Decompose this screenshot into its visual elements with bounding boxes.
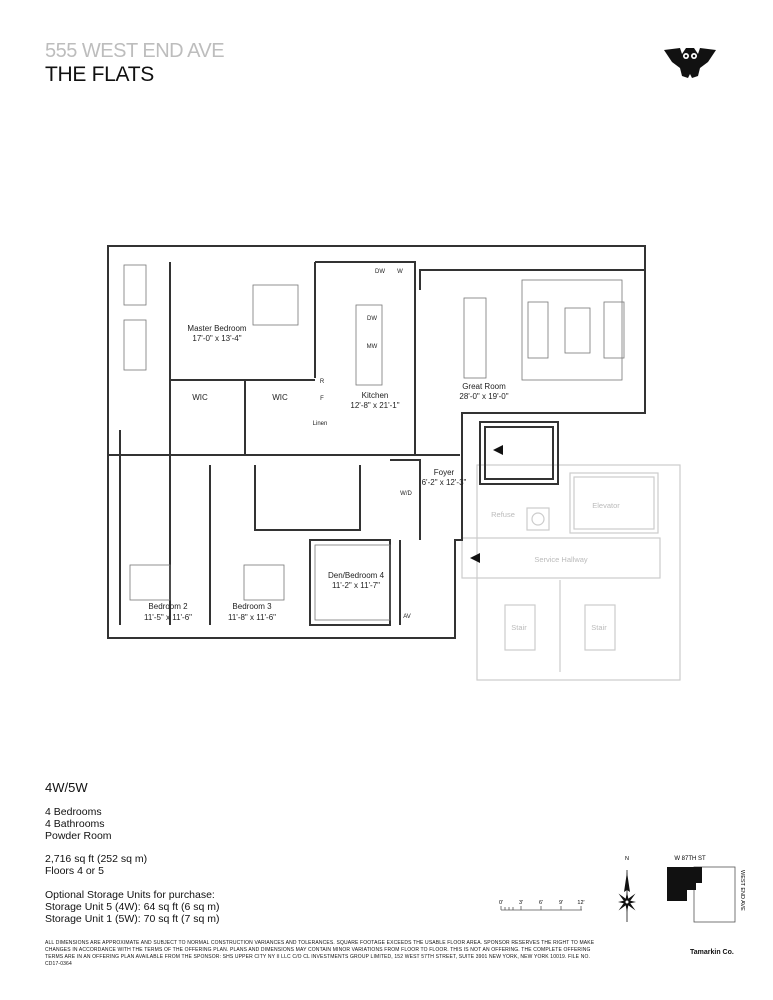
page-title: THE FLATS: [45, 63, 154, 86]
scale-compass-keyplan: 0' 3' 6' 9' 12' N W 87TH ST WEST END AVE: [499, 856, 745, 923]
elevator-label: Elevator: [592, 501, 620, 510]
scale-bar: 0' 3' 6' 9' 12': [499, 900, 585, 911]
bedroom2-label: Bedroom 2: [148, 602, 188, 611]
master-bedroom-dims: 17'-0" x 13'-4": [192, 334, 241, 343]
compass-icon: [618, 870, 636, 922]
street-label: W 87TH ST: [674, 856, 706, 862]
walls: [107, 245, 646, 639]
av-label: AV: [403, 614, 411, 620]
foyer-dims: 6'-2" x 12'-3": [422, 478, 467, 487]
great-room-dims: 28'-0" x 19'-0": [459, 392, 508, 401]
refuse-label: Refuse: [491, 510, 515, 519]
washer-label: W: [397, 269, 403, 275]
storage-unit: Storage Unit 1 (5W): 70 sq ft (7 sq m): [45, 913, 220, 925]
scale-tick: 12': [577, 900, 584, 906]
foyer-label: Foyer: [434, 468, 455, 477]
north-label: N: [625, 856, 629, 862]
unit-floors: Floors 4 or 5: [45, 865, 104, 877]
den-dims: 11'-2" x 11'-7": [332, 581, 380, 590]
scale-tick: 9': [559, 900, 563, 906]
den-label: Den/Bedroom 4: [328, 571, 385, 580]
stair-label: Stair: [591, 623, 607, 632]
master-bedroom-label: Master Bedroom: [187, 324, 246, 333]
avenue-label: WEST END AVE: [739, 870, 745, 911]
entry-arrow-icon: [493, 445, 503, 455]
brand-logo: Tamarkin Co.: [690, 949, 734, 956]
dishwasher-label: DW: [375, 269, 385, 275]
keyplan-icon: [667, 866, 736, 923]
bedroom3-label: Bedroom 3: [232, 602, 272, 611]
bedroom3-dims: 11'-8" x 11'-6": [228, 613, 276, 622]
storage-heading: Optional Storage Units for purchase:: [45, 889, 215, 901]
unit-feature: 4 Bedrooms: [45, 806, 102, 818]
storage-unit: Storage Unit 5 (4W): 64 sq ft (6 sq m): [45, 901, 220, 913]
refrigerator-label: R: [320, 379, 325, 385]
linen-label: Linen: [313, 421, 328, 427]
legal-disclaimer: All dimensions are approximate and subje…: [45, 940, 595, 967]
washer-dryer-label: W/D: [400, 491, 412, 497]
scale-tick: 0': [499, 900, 503, 906]
bedroom2-dims: 11'-5" x 11'-6": [144, 613, 192, 622]
wic-label: WIC: [272, 393, 288, 402]
service-entry-arrow-icon: [470, 553, 480, 563]
furniture: [123, 264, 625, 621]
kitchen-label: Kitchen: [362, 391, 389, 400]
unit-area: 2,716 sq ft (252 sq m): [45, 853, 148, 865]
kitchen-dims: 12'-8" x 21'-1": [350, 401, 399, 410]
freezer-label: F: [320, 396, 324, 402]
unit-feature: 4 Bathrooms: [45, 818, 105, 830]
wic-label: WIC: [192, 393, 208, 402]
stair-label: Stair: [511, 623, 527, 632]
unit-feature: Powder Room: [45, 830, 112, 842]
scale-tick: 6': [539, 900, 543, 906]
unit-name: 4W/5W: [45, 780, 88, 795]
microwave-label: MW: [367, 344, 378, 350]
island-dishwasher-label: DW: [367, 316, 377, 322]
great-room-label: Great Room: [462, 382, 506, 391]
building-core: [461, 464, 681, 681]
building-address: 555 WEST END AVE: [45, 40, 225, 62]
scale-tick: 3': [519, 900, 523, 906]
service-hallway-label: Service Hallway: [534, 555, 588, 564]
owl-logo-icon: [664, 48, 716, 78]
